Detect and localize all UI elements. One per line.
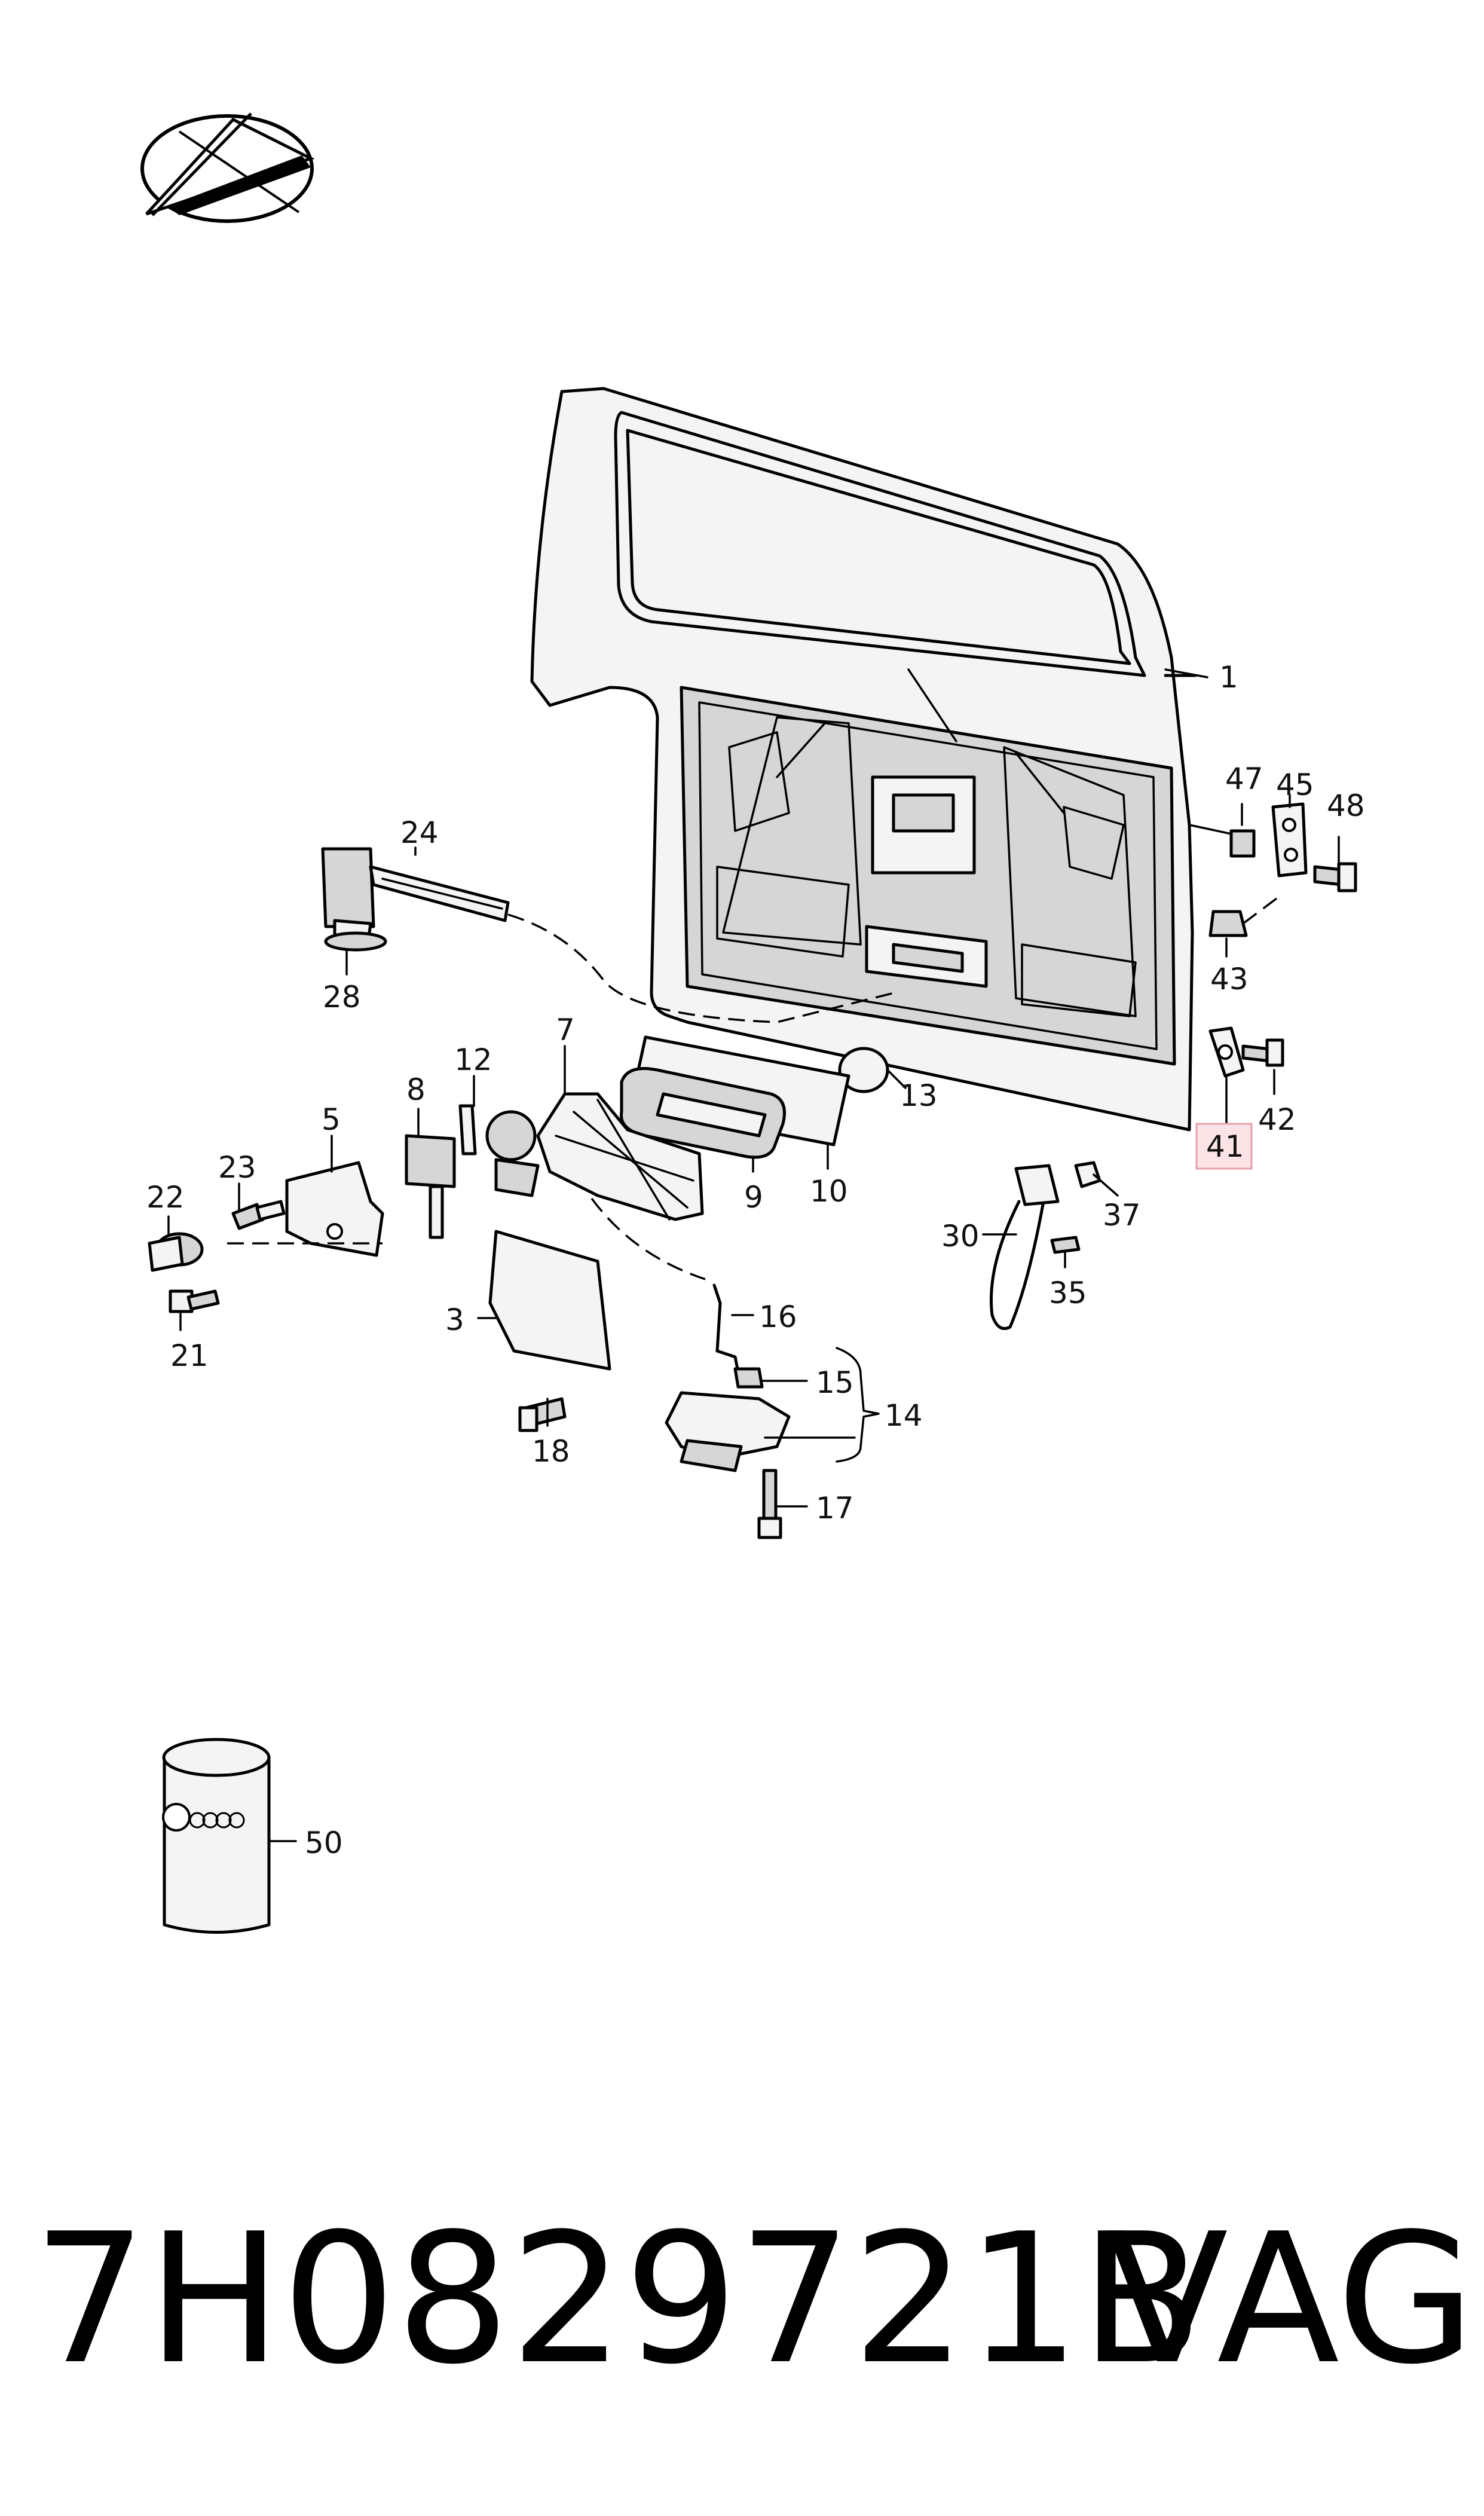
- part-8-actuator: [405, 1134, 456, 1239]
- label-part-45: 45: [1276, 768, 1314, 802]
- part-17-bolt: [757, 1469, 782, 1539]
- label-part-35: 35: [1049, 1276, 1087, 1310]
- label-part-21: 21: [170, 1338, 209, 1373]
- label-part-16: 16: [759, 1300, 797, 1334]
- part-16-rod: [712, 1283, 743, 1389]
- part-30-strap: [989, 1164, 1060, 1330]
- label-part-23: 23: [218, 1150, 256, 1185]
- part-35-screw: [1050, 1236, 1081, 1254]
- part-15-clip: [733, 1367, 764, 1389]
- label-part-14: 14: [885, 1398, 923, 1433]
- label-part-41: 41: [1206, 1129, 1244, 1164]
- part-42-bolt: [1241, 1038, 1284, 1067]
- highlight-box-41: [1195, 1123, 1253, 1170]
- label-part-24: 24: [400, 815, 439, 850]
- label-part-42: 42: [1258, 1102, 1296, 1137]
- part-37-clip: [1074, 1161, 1101, 1188]
- part-48-bolt: [1313, 862, 1357, 892]
- label-part-50: 50: [305, 1826, 343, 1860]
- label-part-15: 15: [816, 1365, 854, 1400]
- label-part-22: 22: [146, 1180, 185, 1215]
- part-50-lubricant-tube: [162, 1738, 271, 1934]
- part-labels: 1 47 45 48 43 24 28 42 41 12 7 8 5 13 23…: [146, 660, 1365, 1860]
- part-22-lock-cylinder: [148, 1232, 204, 1272]
- label-part-1: 1: [1219, 660, 1238, 695]
- part-5-bracket: [285, 1161, 384, 1257]
- label-part-7: 7: [556, 1013, 575, 1047]
- label-part-13: 13: [899, 1078, 938, 1113]
- part-23-key: [231, 1200, 286, 1230]
- label-part-37: 37: [1103, 1198, 1141, 1233]
- part-3-cover: [488, 1230, 611, 1371]
- tailgate-panel: [530, 387, 1197, 1132]
- label-part-5: 5: [322, 1102, 341, 1137]
- brand-logo: [140, 112, 315, 223]
- label-part-48: 48: [1327, 788, 1365, 823]
- label-part-3: 3: [445, 1303, 464, 1337]
- part-18-screw: [518, 1397, 567, 1432]
- label-part-47: 47: [1225, 762, 1263, 796]
- part-24-hinge-arm: [321, 847, 510, 952]
- brand-name: VAG: [1106, 2195, 1475, 2404]
- part-12-clip: [458, 1104, 477, 1155]
- part-45-hinge-plate: [1271, 802, 1308, 878]
- label-part-17: 17: [816, 1491, 854, 1526]
- label-part-10: 10: [810, 1174, 848, 1209]
- part-21-screw: [169, 1289, 220, 1313]
- part-7-lock: [485, 1092, 704, 1221]
- label-part-43: 43: [1210, 962, 1249, 996]
- label-part-28: 28: [323, 980, 361, 1014]
- part-43-cap: [1208, 895, 1280, 937]
- label-part-18: 18: [532, 1434, 570, 1469]
- label-part-12: 12: [454, 1043, 492, 1077]
- part-14-latch: [665, 1391, 791, 1472]
- part-9-handle: [620, 1067, 786, 1159]
- label-part-30: 30: [941, 1219, 980, 1254]
- leader-lines: [167, 668, 1340, 1842]
- label-part-8: 8: [406, 1072, 426, 1107]
- part-number: 7H0829721B: [33, 2195, 1203, 2404]
- part-47-bushing: [1188, 824, 1256, 858]
- label-part-9: 9: [744, 1180, 763, 1215]
- part-41-striker: [1208, 1026, 1245, 1078]
